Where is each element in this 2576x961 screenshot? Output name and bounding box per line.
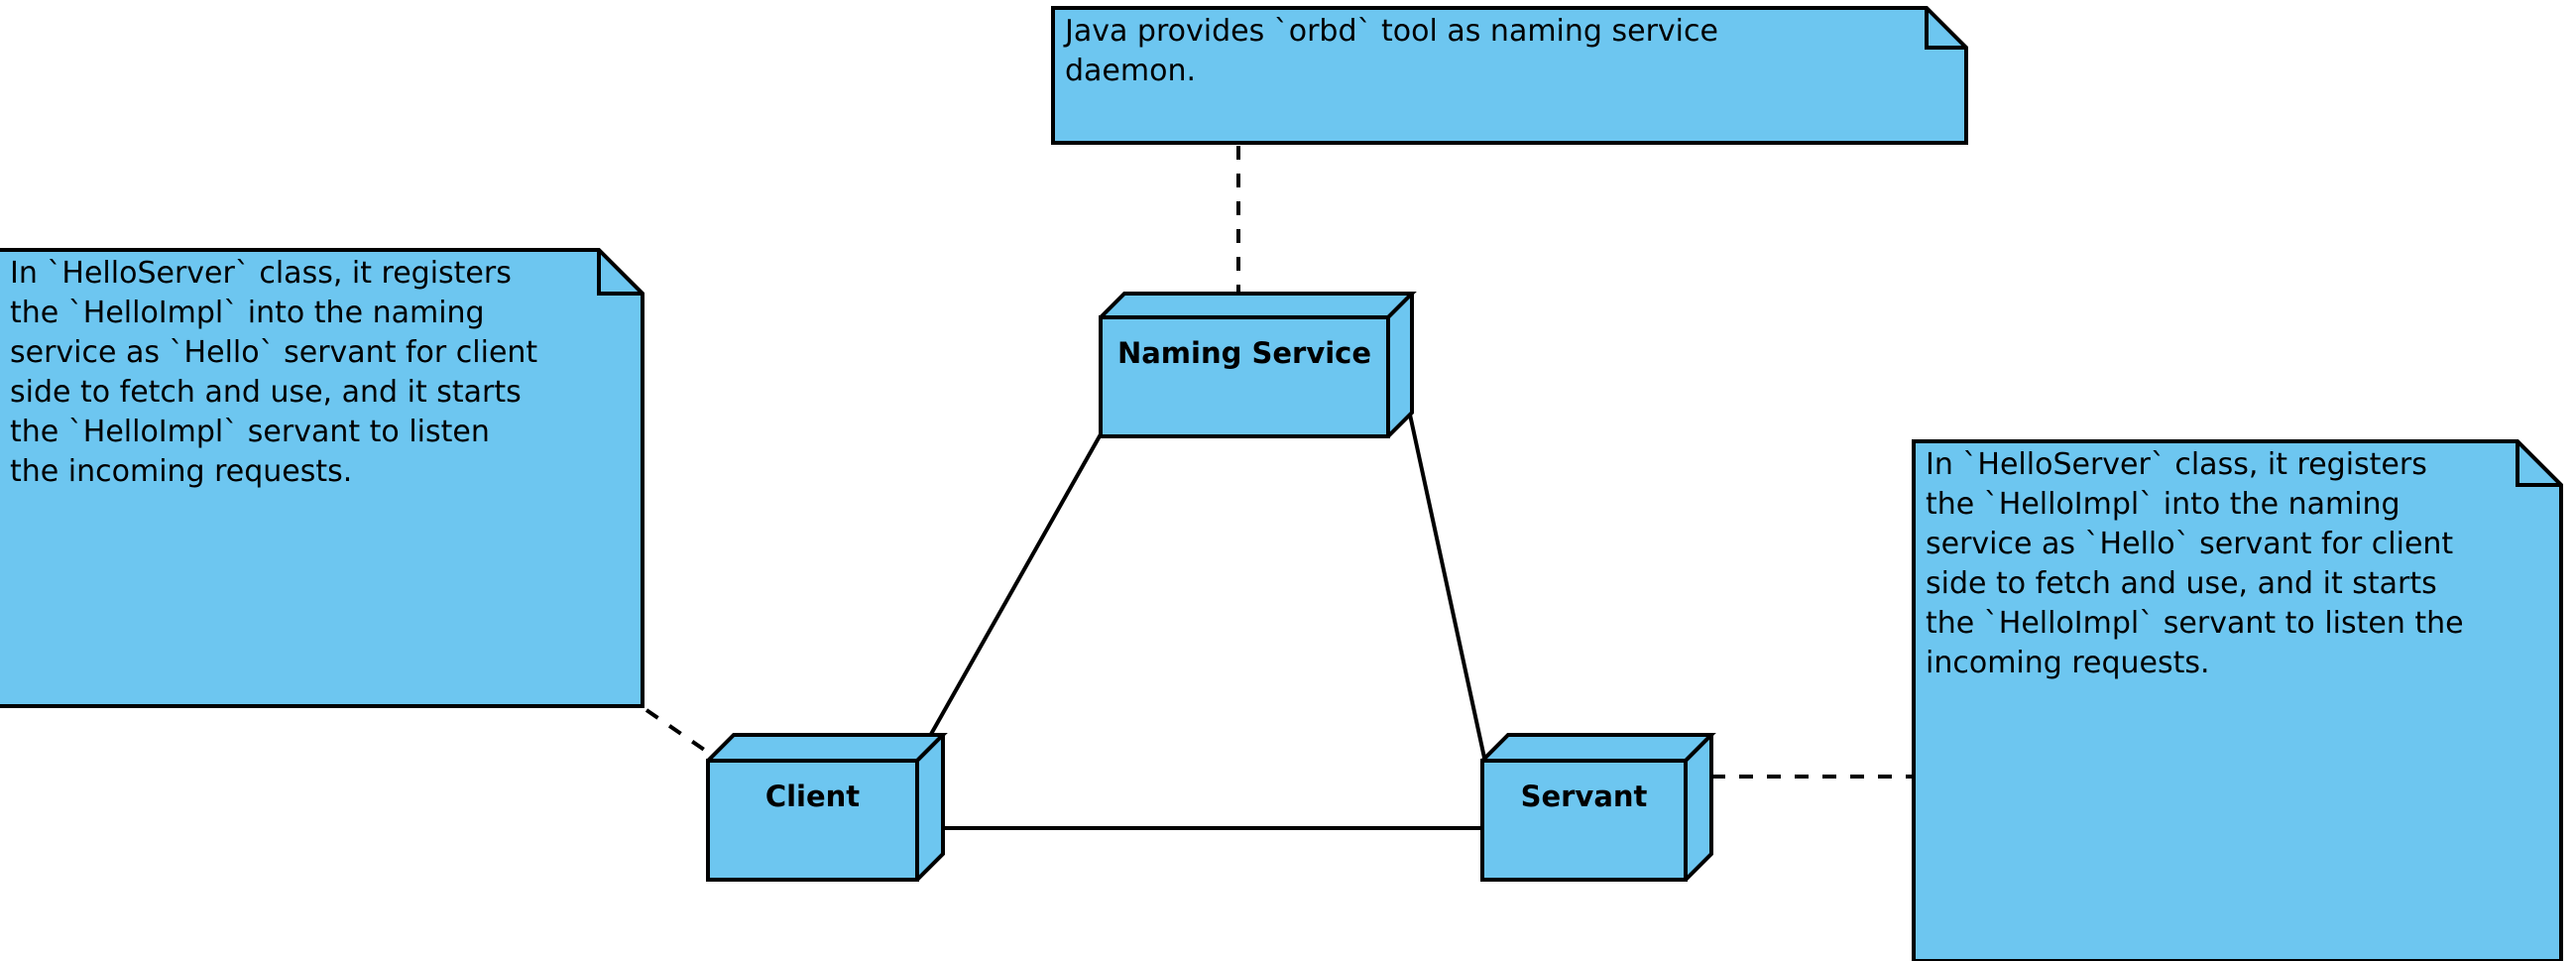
node-front-face — [1480, 759, 1688, 882]
note-shape — [0, 248, 644, 708]
note-shape — [1051, 6, 1968, 145]
note-fold-icon — [1925, 8, 1966, 50]
node-right-face — [1684, 733, 1713, 882]
edge-namingservice-servant — [1408, 414, 1486, 759]
note-orbd-text: Java provides `orbd` tool as naming serv… — [1065, 14, 1718, 88]
node-front-face — [706, 759, 919, 882]
node-top-face — [1480, 733, 1716, 763]
note-helloserver-left[interactable]: In `HelloServer` class, it registers the… — [0, 248, 644, 708]
node-naming-service[interactable]: Naming Service — [1099, 292, 1434, 438]
node-right-face — [1386, 292, 1414, 438]
node-top-face — [706, 733, 948, 763]
node-servant-label: Servant — [1520, 780, 1648, 813]
node-front-face — [1099, 315, 1390, 438]
edge-namingservice-client — [915, 433, 1103, 760]
node-right-face — [915, 733, 945, 882]
node-client[interactable]: Client — [706, 733, 967, 882]
note-shape — [1912, 439, 2563, 961]
node-naming-service-label: Naming Service — [1116, 336, 1372, 370]
note-helloserver-right[interactable]: In `HelloServer` class, it registers the… — [1912, 439, 2563, 961]
node-servant[interactable]: Servant — [1480, 733, 1735, 882]
note-orbd[interactable]: Java provides `orbd` tool as naming serv… — [1051, 6, 1968, 145]
note-fold-icon — [597, 250, 643, 296]
note-helloserver-right-text: In `HelloServer` class, it registers the… — [1926, 447, 2464, 680]
node-top-face — [1099, 292, 1417, 319]
node-client-label: Client — [764, 780, 861, 813]
note-fold-icon — [2516, 441, 2561, 487]
note-helloserver-left-text: In `HelloServer` class, it registers the… — [10, 256, 538, 489]
